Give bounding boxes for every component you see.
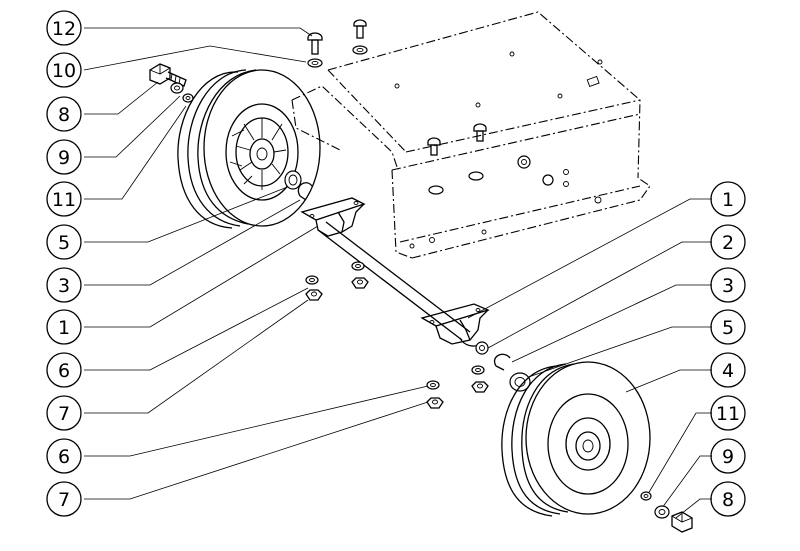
callout-left-7: 7 — [46, 395, 82, 431]
callout-label: 8 — [58, 104, 70, 126]
left-clip-3 — [297, 182, 313, 201]
right-washer-11 — [640, 491, 652, 501]
leader-lines — [83, 27, 712, 519]
callout-label: 1 — [722, 189, 734, 211]
right-bushing-5 — [509, 372, 531, 392]
callout-label: 5 — [722, 317, 734, 339]
callout-label: 9 — [58, 147, 70, 169]
callout-left-6: 6 — [46, 352, 82, 388]
left-washer-11 — [182, 93, 194, 103]
callout-label: 7 — [58, 489, 70, 511]
right-washer-9 — [654, 505, 670, 519]
callout-right-9: 9 — [710, 438, 746, 474]
callout-label: 8 — [722, 489, 734, 511]
callout-label: 5 — [58, 232, 70, 254]
callout-label: 6 — [58, 360, 70, 382]
callout-left-10: 10 — [46, 52, 82, 88]
callout-label: 7 — [58, 403, 70, 425]
callout-right-5: 5 — [710, 309, 746, 345]
callout-left-11: 11 — [46, 181, 82, 217]
callout-right-2: 2 — [710, 224, 746, 260]
callout-right-11: 11 — [710, 395, 746, 431]
callout-label: 2 — [722, 232, 734, 254]
right-wheel-4 — [501, 361, 651, 517]
left-bolt-8 — [149, 63, 187, 87]
left-bushing-5 — [284, 170, 302, 190]
callout-label: 10 — [52, 60, 76, 82]
callout-label: 9 — [722, 446, 734, 468]
right-bolt-8 — [671, 511, 693, 533]
callout-left-6b: 6 — [46, 438, 82, 474]
callout-label: 6 — [58, 446, 70, 468]
callout-right-3: 3 — [710, 267, 746, 303]
callout-label: 4 — [722, 360, 734, 382]
axle-assembly — [300, 197, 490, 355]
callout-label: 11 — [716, 403, 740, 425]
callout-label: 3 — [722, 275, 734, 297]
callout-left-3: 3 — [46, 267, 82, 303]
callout-label: 12 — [52, 18, 76, 40]
nuts-washers-6-7 — [305, 261, 489, 409]
callout-label: 1 — [58, 317, 70, 339]
chassis-housing — [291, 11, 651, 259]
bolt-12-pair — [307, 19, 487, 156]
callout-left-5: 5 — [46, 224, 82, 260]
right-clip-2-3 — [493, 353, 511, 371]
left-washer-9 — [170, 82, 184, 94]
callout-label: 11 — [52, 189, 76, 211]
callout-left-7b: 7 — [46, 481, 82, 517]
callout-left-12: 12 — [46, 10, 82, 46]
callout-left-8: 8 — [46, 96, 82, 132]
callout-right-4: 4 — [710, 352, 746, 388]
callout-right-8: 8 — [710, 481, 746, 517]
callout-left-1: 1 — [46, 309, 82, 345]
callout-left-9: 9 — [46, 139, 82, 175]
callout-label: 3 — [58, 275, 70, 297]
left-wheel — [177, 69, 321, 229]
callout-right-1: 1 — [710, 181, 746, 217]
